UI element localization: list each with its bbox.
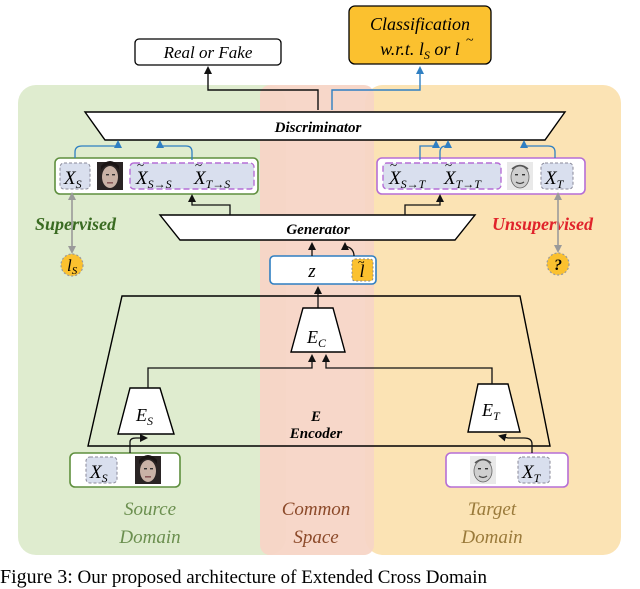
tilde-mark: ~ xyxy=(195,157,202,172)
xt-to-t-symbol: XT→T xyxy=(443,168,482,191)
es-to-ec-arrow xyxy=(147,354,316,388)
src-gen-to-disc-arrow xyxy=(156,140,193,160)
xs-to-s-symbol: XS→S xyxy=(135,168,172,191)
disc-to-realfake-arrow xyxy=(204,66,319,110)
common-space-label-line1: Common xyxy=(282,499,351,520)
gen-to-tgt-arrow xyxy=(404,194,444,215)
ls-circle xyxy=(60,253,84,277)
xt-chip xyxy=(540,162,574,190)
question-circle xyxy=(546,252,570,276)
generator-label: Generator xyxy=(286,222,349,238)
xs-chip xyxy=(59,162,91,190)
xs-input-symbol: XS xyxy=(89,462,108,485)
tgt-input-to-et-arrow xyxy=(498,433,533,453)
real-fake-box xyxy=(134,38,282,66)
tilde-mark: ~ xyxy=(390,157,397,172)
target-domain-label-line2: Domain xyxy=(460,527,522,548)
classification-label-line1: Classification xyxy=(370,14,470,34)
tgt-gen-to-disc-arrow xyxy=(439,140,452,160)
ec-block xyxy=(290,307,346,353)
et-symbol: ET xyxy=(481,400,501,423)
discriminator-block xyxy=(83,111,567,141)
xs-input-chip xyxy=(85,456,118,484)
figure-caption: Figure 3: Our proposed architecture of E… xyxy=(0,566,640,589)
src-input-to-es-arrow xyxy=(129,434,148,453)
xt-input-symbol: XT xyxy=(521,462,542,485)
xt-symbol: XT xyxy=(544,168,565,191)
z-symbol: z xyxy=(307,261,316,282)
xt-to-s-symbol: XT→S xyxy=(193,168,230,191)
source-domain-region xyxy=(18,85,286,555)
tilde-mark: ~ xyxy=(137,157,144,172)
source-face-image xyxy=(97,161,123,190)
target-face-image xyxy=(507,162,533,190)
real-fake-label: Real or Fake xyxy=(163,43,253,62)
et-to-ec-arrow xyxy=(322,354,493,384)
classification-label-line2: w.r.t. lS or l xyxy=(380,39,460,62)
ltilde-chip xyxy=(351,258,374,282)
unsupervised-label: Unsupervised xyxy=(492,214,594,234)
src-to-disc-arrow xyxy=(74,140,122,158)
gen-source-dashed-box xyxy=(129,162,255,190)
latent-box xyxy=(269,255,377,285)
discriminator-label: Discriminator xyxy=(274,120,362,136)
et-block xyxy=(467,383,521,433)
source-domain-label-line2: Domain xyxy=(118,527,180,548)
tgt-to-disc-arrow xyxy=(520,140,556,158)
encoder-letter: E xyxy=(310,409,321,425)
target-domain-label-line1: Target xyxy=(468,499,517,520)
ltilde-to-gen-arrow xyxy=(341,242,355,257)
tilde-mark: ~ xyxy=(358,255,365,269)
ltilde-symbol: l xyxy=(359,261,364,281)
es-symbol: ES xyxy=(135,405,153,428)
supervised-label: Supervised xyxy=(35,214,117,234)
ls-symbol: lS xyxy=(67,256,78,277)
question-symbol: ? xyxy=(554,257,562,274)
xs-symbol: XS xyxy=(63,168,82,191)
encoder-label: Encoder xyxy=(289,426,343,442)
classification-box xyxy=(348,5,492,65)
ec-symbol: EC xyxy=(306,327,327,350)
architecture-diagram: Real or Fake Classification w.r.t. lS or… xyxy=(18,5,621,555)
gen-to-src-arrow xyxy=(188,194,231,215)
encoder-block xyxy=(87,295,551,447)
disc-to-class-arrow xyxy=(331,66,424,110)
generator-block xyxy=(158,214,477,241)
caption-text: Our proposed architecture of Extended Cr… xyxy=(72,567,487,588)
caption-lead: Figure 3: xyxy=(0,566,73,588)
source-domain-label-line1: Source xyxy=(124,499,176,520)
common-space-label-line2: Space xyxy=(293,527,338,548)
es-block xyxy=(117,387,175,435)
tilde-mark: ~ xyxy=(445,157,452,172)
xt-input-chip xyxy=(517,456,551,484)
classification-tilde: ~ xyxy=(466,33,474,48)
source-input-face xyxy=(135,455,161,484)
tgt-to-disc-arrow-2 xyxy=(419,140,440,160)
gen-target-dashed-box xyxy=(382,162,502,190)
target-input-face xyxy=(470,456,496,484)
xs-to-t-symbol: XS→T xyxy=(388,168,427,191)
